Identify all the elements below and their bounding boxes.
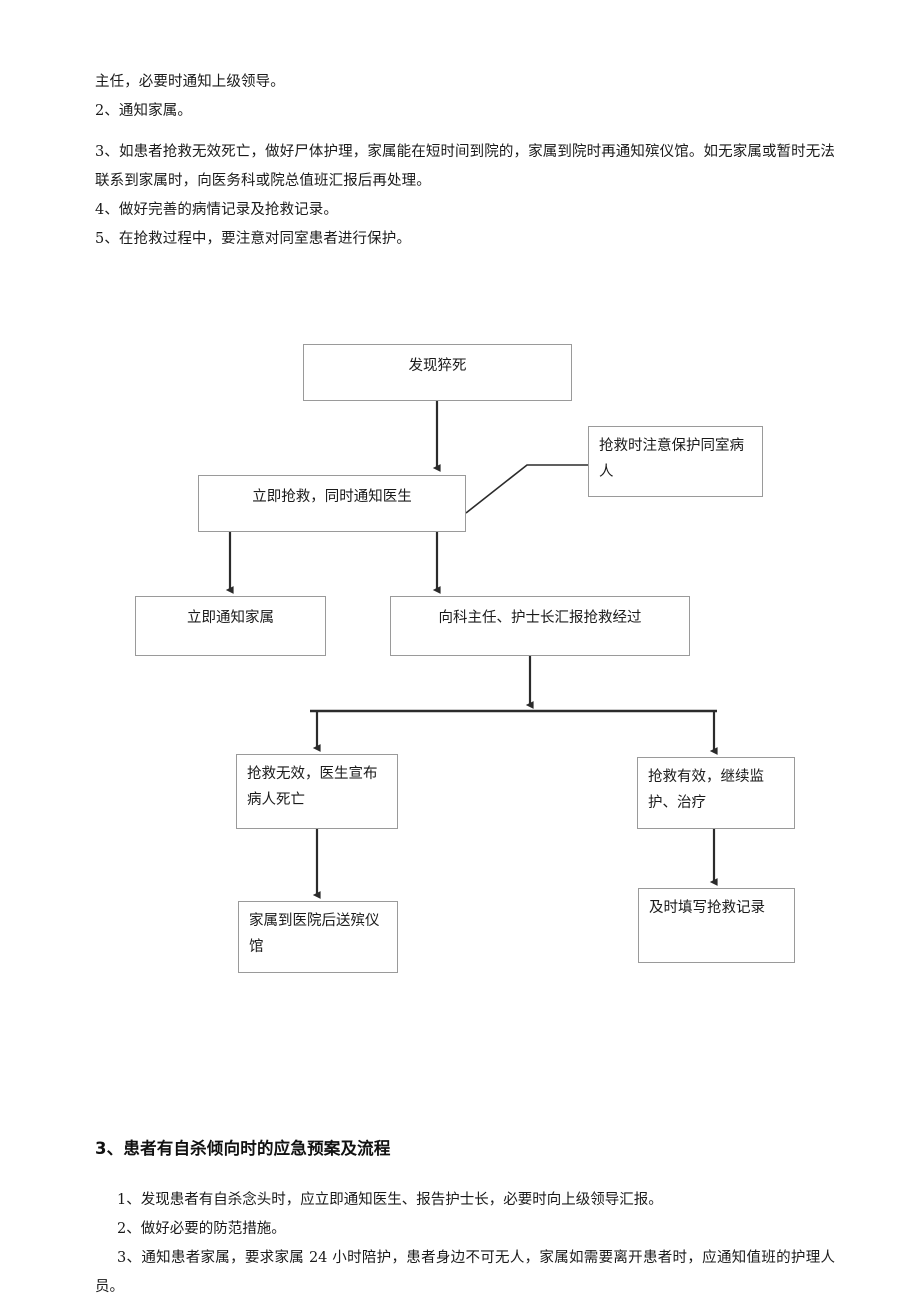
flow-node-send-to-funeral-home: 家属到医院后送殡仪馆	[238, 901, 398, 973]
flow-node-label: 发现猝死	[408, 358, 467, 374]
list-item: 2、做好必要的防范措施。	[117, 1221, 286, 1237]
flow-node-label: 向科主任、护士长汇报抢救经过	[438, 610, 642, 626]
paragraph: 4、做好完善的病情记录及抢救记录。	[95, 202, 338, 218]
bottom-text-block: 1、发现患者有自杀念头时，应立即通知医生、报告护士长，必要时向上级领导汇报。 2…	[95, 1186, 835, 1301]
paragraph: 主任，必要时通知上级领导。	[95, 74, 285, 90]
flow-node-discover: 发现猝死	[303, 344, 572, 401]
flow-node-fill-rescue-record: 及时填写抢救记录	[638, 888, 795, 963]
flow-node-immediate-rescue: 立即抢救，同时通知医生	[198, 475, 466, 532]
flow-node-label: 抢救无效，医生宣布病人死亡	[247, 766, 378, 808]
flow-node-notify-family: 立即通知家属	[135, 596, 326, 656]
top-text-block: 主任，必要时通知上级领导。 2、通知家属。 3、如患者抢救无效死亡，做好尸体护理…	[95, 68, 835, 254]
flow-node-rescue-succeeded: 抢救有效，继续监护、治疗	[637, 757, 795, 829]
flow-node-rescue-failed: 抢救无效，医生宣布病人死亡	[236, 754, 398, 829]
flow-node-label: 抢救有效，继续监护、治疗	[648, 769, 764, 811]
list-item: 1、发现患者有自杀念头时，应立即通知医生、报告护士长，必要时向上级领导汇报。	[117, 1192, 663, 1208]
flow-node-label: 立即抢救，同时通知医生	[252, 489, 412, 505]
flow-node-label: 抢救时注意保护同室病人	[599, 438, 744, 480]
list-item: 3、通知患者家属，要求家属 24 小时陪护，患者身边不可无人，家属如需要离开患者…	[95, 1250, 835, 1295]
paragraph: 5、在抢救过程中，要注意对同室患者进行保护。	[95, 231, 411, 247]
paragraph: 3、如患者抢救无效死亡，做好尸体护理，家属能在短时间到院的，家属到院时再通知殡仪…	[95, 144, 835, 189]
flow-node-label: 及时填写抢救记录	[649, 900, 765, 916]
section-heading: 3、患者有自杀倾向时的应急预案及流程	[95, 1139, 391, 1158]
connector-protect-to-rescue	[465, 464, 588, 514]
flow-node-label: 家属到医院后送殡仪馆	[249, 913, 380, 955]
flow-node-report-to-leaders: 向科主任、护士长汇报抢救经过	[390, 596, 690, 656]
flow-node-protect-roommate: 抢救时注意保护同室病人	[588, 426, 763, 497]
flow-node-label: 立即通知家属	[187, 610, 274, 626]
paragraph: 2、通知家属。	[95, 103, 192, 119]
